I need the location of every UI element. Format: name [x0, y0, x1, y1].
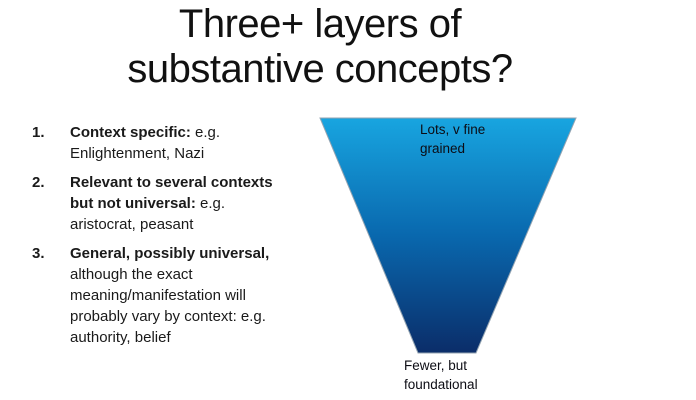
list-item: 2. Relevant to several contexts but not u… — [32, 172, 324, 235]
concept-list: 1. Context specific: e.g. Enlightenment, … — [32, 122, 324, 356]
list-item-text: Context specific: e.g. Enlightenment, Na… — [70, 124, 221, 162]
title-line-1: Three+ layers of — [178, 2, 462, 46]
list-item-text: General, possibly universal, although th… — [70, 245, 270, 346]
page-title: Three+ layers of substantive concepts? — [0, 2, 640, 92]
list-item: 1. Context specific: e.g. Enlightenment, … — [32, 122, 324, 164]
funnel-top-label: Lots, v fine grained — [420, 122, 486, 156]
list-item-number: 1. — [32, 124, 45, 141]
inverted-funnel-polygon — [319, 117, 577, 354]
list-item-number: 3. — [32, 245, 45, 262]
title-line-2: substantive concepts? — [127, 47, 513, 91]
funnel-bottom-label: Fewer, but foundational — [404, 358, 478, 392]
list-item-number: 2. — [32, 174, 45, 191]
list-item: 3. General, possibly universal, although … — [32, 243, 324, 348]
list-item-text: Relevant to several contexts but not uni… — [70, 174, 273, 233]
